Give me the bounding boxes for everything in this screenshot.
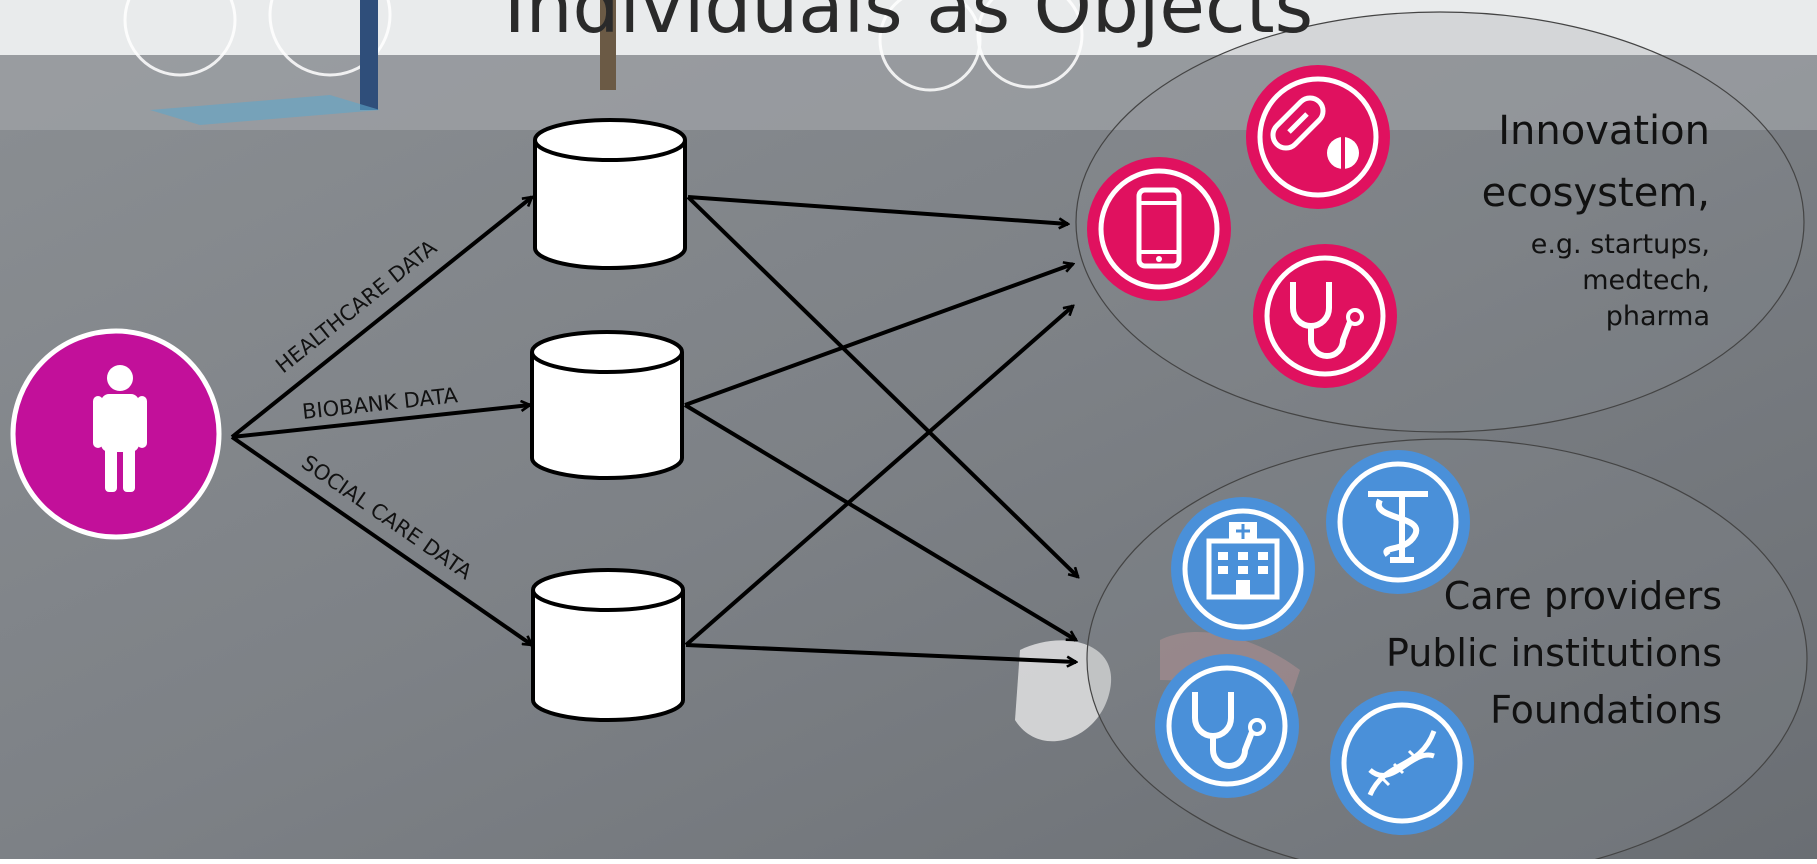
innovation-ecosystem-examples: e.g. startups, medtech, pharma	[1531, 227, 1710, 335]
care-line: Foundations	[1490, 688, 1722, 732]
database-social-care	[531, 568, 685, 722]
smartphone-icon	[1087, 157, 1231, 301]
arrow-healthcare	[230, 197, 532, 439]
page-title: Individuals as Objects	[503, 0, 1314, 50]
database-biobank	[530, 330, 684, 480]
arrow-biobank	[231, 405, 530, 439]
arrow-social-care	[230, 435, 532, 647]
person-icon	[93, 365, 147, 492]
care-line: Public institutions	[1385, 631, 1722, 675]
care-line: Care providers	[1443, 574, 1722, 618]
pills-icon	[1246, 65, 1390, 209]
source-arrows	[230, 197, 532, 647]
innovation-example-line: pharma	[1605, 301, 1710, 332]
innovation-ecosystem-title: Innovation ecosystem,	[1482, 100, 1710, 224]
individual-node	[10, 328, 222, 540]
innovation-example-line: medtech,	[1582, 265, 1710, 296]
care-providers-list: Care providers Public institutions Found…	[1386, 568, 1722, 739]
database-healthcare	[533, 118, 687, 270]
destination-arrows	[683, 195, 1078, 662]
innovation-title-line: Innovation	[1498, 108, 1710, 154]
innovation-example-line: e.g. startups,	[1530, 229, 1710, 260]
innovation-title-line: ecosystem,	[1481, 170, 1710, 216]
hospital-icon	[1171, 497, 1315, 641]
stethoscope-icon	[1253, 244, 1397, 388]
stethoscope-icon	[1155, 654, 1299, 798]
pharmacy-icon	[1326, 450, 1470, 594]
dna-icon	[1330, 691, 1474, 835]
